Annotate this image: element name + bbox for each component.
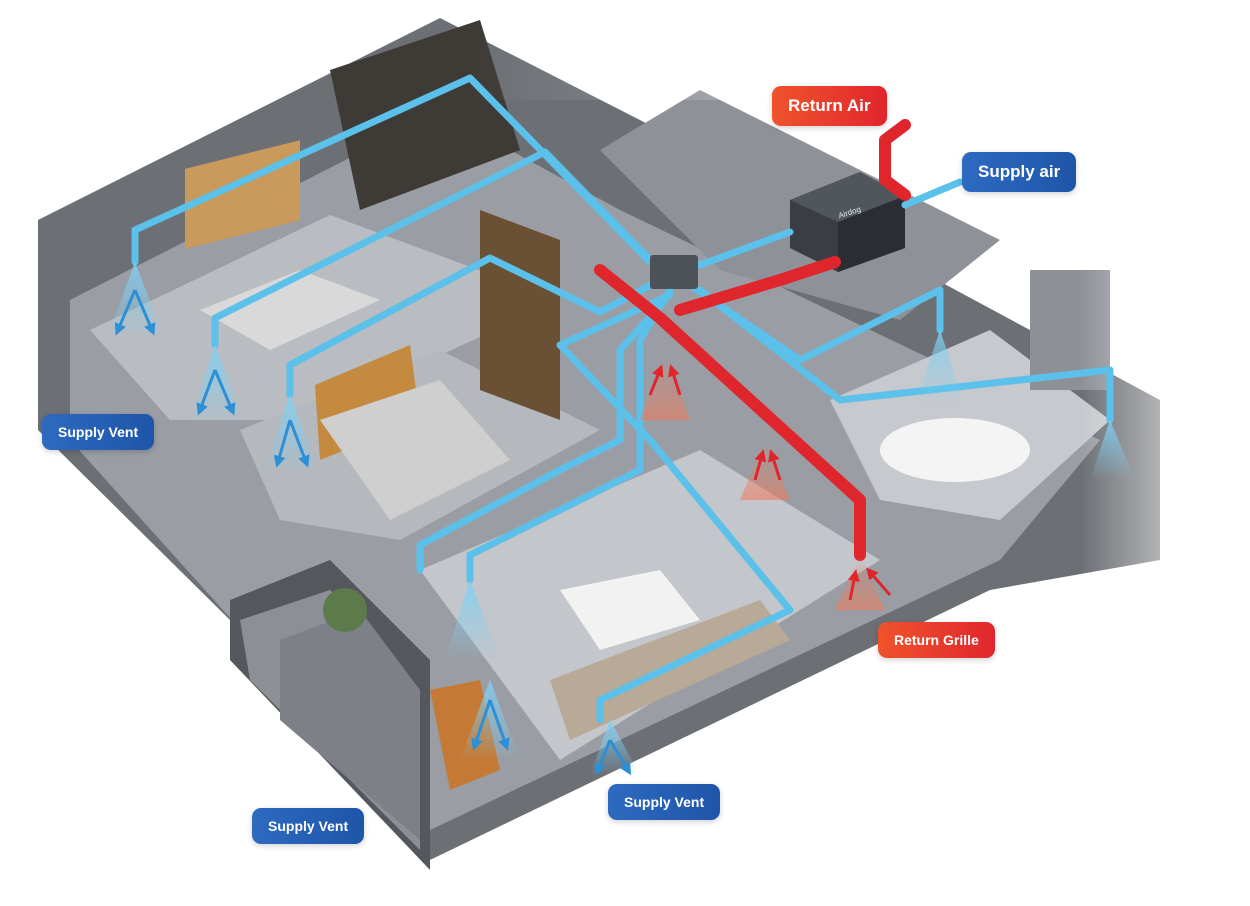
supply-vent-label-bedrooms: Supply Vent [42, 414, 155, 450]
return-grille-label: Return Grille [878, 622, 995, 658]
supply-air-label: Supply air [962, 152, 1077, 192]
supply-vent-label-balcony: Supply Vent [252, 808, 365, 844]
return-ducts [594, 119, 911, 561]
supply-vent-label-living: Supply Vent [608, 784, 721, 820]
return-arrows [648, 364, 892, 601]
supply-ducts [131, 74, 1114, 724]
balcony [280, 588, 420, 840]
bedroom-lower [240, 210, 600, 540]
erv-unit [790, 172, 905, 272]
return-plumes [640, 350, 885, 610]
return-air-label: Return Air [772, 86, 887, 126]
duct-manifold [650, 255, 698, 289]
supply-arrows [114, 289, 632, 776]
